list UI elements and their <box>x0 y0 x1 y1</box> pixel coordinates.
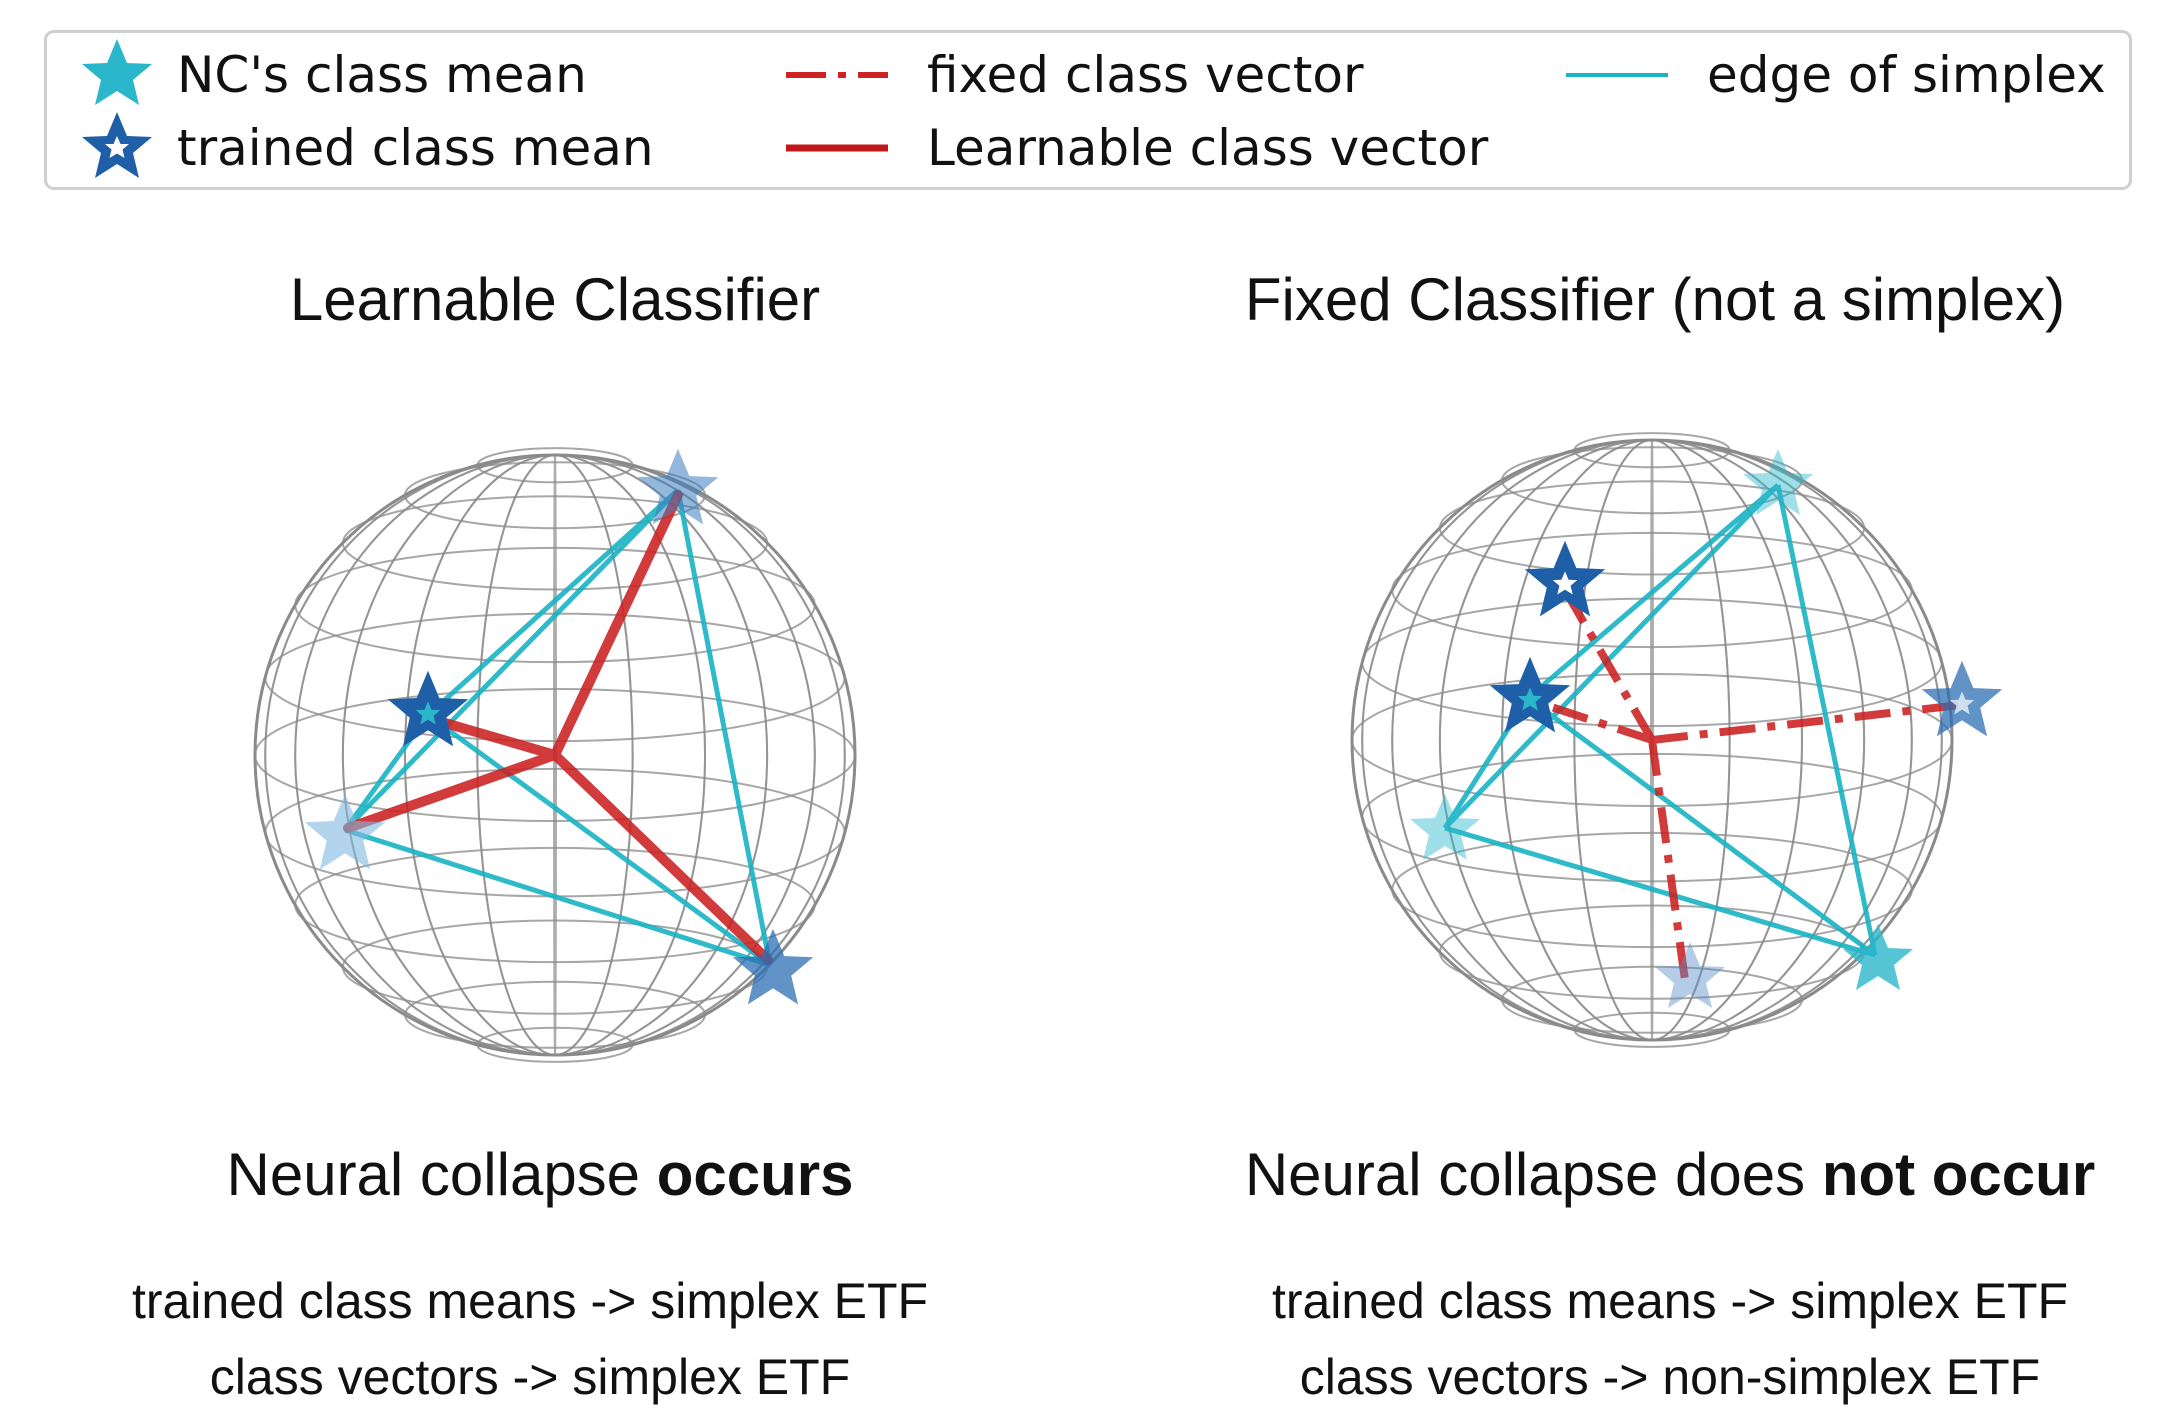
wireframe-sphere <box>1350 432 1954 1048</box>
legend-item-trained-mean: trained class mean <box>57 112 654 183</box>
class-vector <box>550 750 773 965</box>
light-star-icon <box>57 39 177 110</box>
simplex-edge <box>1775 484 1878 956</box>
legend-label: NC's class mean <box>177 46 587 104</box>
legend-item-simplex-edge: edge of simplex <box>1557 40 2106 110</box>
simplex-edge <box>1444 825 1876 958</box>
legend-label: edge of simplex <box>1707 46 2106 104</box>
nc-mean-star <box>1743 449 1813 515</box>
class-vector <box>1651 701 1961 744</box>
simplex-edge <box>426 488 680 717</box>
note-right-vectors: class vectors -> non-simplex ETF <box>1299 1349 2041 1405</box>
class-mean-stars <box>304 448 814 1005</box>
wireframe-sphere <box>253 447 857 1063</box>
caption-left: Neural collapse occurs <box>80 1140 1000 1220</box>
simplex-edge <box>1526 695 1877 958</box>
trained-mean-star <box>1655 942 1725 1008</box>
legend-item-nc-mean: NC's class mean <box>57 39 587 110</box>
legend-item-fixed-vector: fixed class vector <box>777 40 1364 110</box>
class-vector <box>343 750 560 833</box>
class-vector <box>1648 739 1689 981</box>
caption-emphasis: not occur <box>1821 1141 2096 1208</box>
fixed-class-vectors <box>1528 587 1961 981</box>
legend-item-learnable-vector: Learnable class vector <box>777 113 1488 183</box>
caption-prefix: Neural collapse <box>226 1141 657 1208</box>
cyan-line-icon <box>1557 40 1677 110</box>
simplex-edge <box>1443 483 1780 830</box>
nc-mean-star <box>1843 924 1913 990</box>
solid-red-line-icon <box>777 113 897 183</box>
class-vector <box>550 490 683 760</box>
panel-title-right: Fixed Classifier (not a simplex) <box>1244 266 2066 333</box>
simplex-edge <box>426 712 772 968</box>
nc-mean-star <box>1410 794 1480 860</box>
class-vector <box>1561 587 1656 743</box>
nc-mean-star <box>732 928 814 1005</box>
caption-emphasis: occurs <box>656 1141 854 1208</box>
trained-mean-star-inner <box>1552 571 1578 595</box>
legend-label: trained class mean <box>177 119 654 177</box>
nc-mean-star <box>637 448 719 525</box>
dashdot-red-line-icon <box>777 40 897 110</box>
caption-right: Neural collapse does not occur <box>1180 1140 2160 1220</box>
class-vector <box>423 713 560 760</box>
simplex-edge <box>343 488 680 832</box>
note-left-means: trained class means -> simplex ETF <box>131 1273 929 1329</box>
legend-label: fixed class vector <box>927 46 1364 104</box>
right-sphere-diagram <box>1350 432 2003 1048</box>
nc-mean-star-inner <box>1517 687 1543 711</box>
dark-star-icon <box>57 112 177 183</box>
class-vector <box>1528 696 1654 744</box>
longitude-line <box>1361 439 1943 1041</box>
simplex-edge <box>1526 483 1780 700</box>
simplex-edge <box>344 827 771 968</box>
simplex-edge <box>675 489 773 966</box>
note-left-vectors: class vectors -> simplex ETF <box>209 1349 851 1405</box>
class-mean-stars <box>1410 449 2003 1008</box>
panel-title-left: Learnable Classifier <box>289 266 821 333</box>
learnable-class-vectors <box>343 490 773 965</box>
legend-label: Learnable class vector <box>927 119 1489 177</box>
longitude-line <box>264 454 846 1056</box>
nc-mean-star-inner <box>415 701 441 725</box>
left-sphere-diagram <box>253 447 857 1063</box>
legend: NC's class mean trained class mean fixed… <box>44 30 2132 190</box>
note-right-means: trained class means -> simplex ETF <box>1271 1273 2069 1329</box>
nc-mean-star <box>304 793 386 870</box>
caption-prefix: Neural collapse does <box>1244 1141 1822 1208</box>
trained-mean-star-inner <box>1949 691 1975 715</box>
